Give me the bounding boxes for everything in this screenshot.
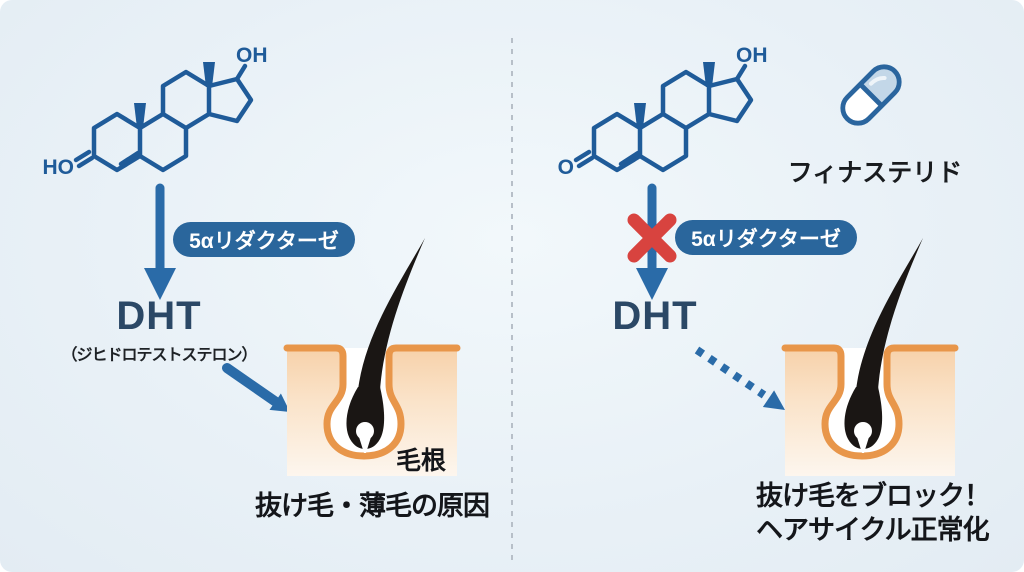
diagonal-arrow-icon [222, 363, 290, 412]
enzyme-badge-label: 5αリダクターゼ [691, 227, 841, 251]
molecule-ho-label: HO [43, 156, 75, 179]
dht-title: DHT [612, 294, 698, 338]
block-x-icon [627, 213, 677, 263]
hair-follicle-icon [283, 238, 461, 476]
down-arrow-icon [144, 183, 176, 300]
panel-divider [511, 38, 513, 560]
dht-subtitle: （ジヒドロテストステロン） [61, 347, 257, 364]
enzyme-badge: 5αリダクターゼ [173, 222, 355, 257]
molecule-oh-label: OH [736, 44, 768, 67]
dht-title: DHT [116, 294, 202, 338]
steroid-molecule-icon: OH O [558, 44, 768, 179]
right-caption: 抜け毛をブロック！ ヘアサイクル正常化 [756, 479, 1016, 547]
molecule-oh-label: OH [236, 44, 268, 67]
enzyme-badge: 5αリダクターゼ [675, 220, 857, 255]
dotted-arrow-icon [694, 346, 785, 410]
right-caption-line1: 抜け毛をブロック！ [756, 481, 991, 511]
hair-follicle-icon [781, 238, 959, 476]
right-caption-line2: ヘアサイクル正常化 [756, 515, 990, 545]
drug-label: フィナステリド [787, 159, 963, 187]
molecule-o-label: O [558, 156, 574, 179]
follicle-label: 毛根 [396, 447, 447, 475]
capsule-icon [840, 64, 902, 126]
enzyme-badge-label: 5αリダクターゼ [189, 229, 339, 253]
steroid-molecule-icon: OH HO [43, 44, 268, 179]
left-caption: 抜け毛・薄毛の原因 [255, 491, 490, 521]
